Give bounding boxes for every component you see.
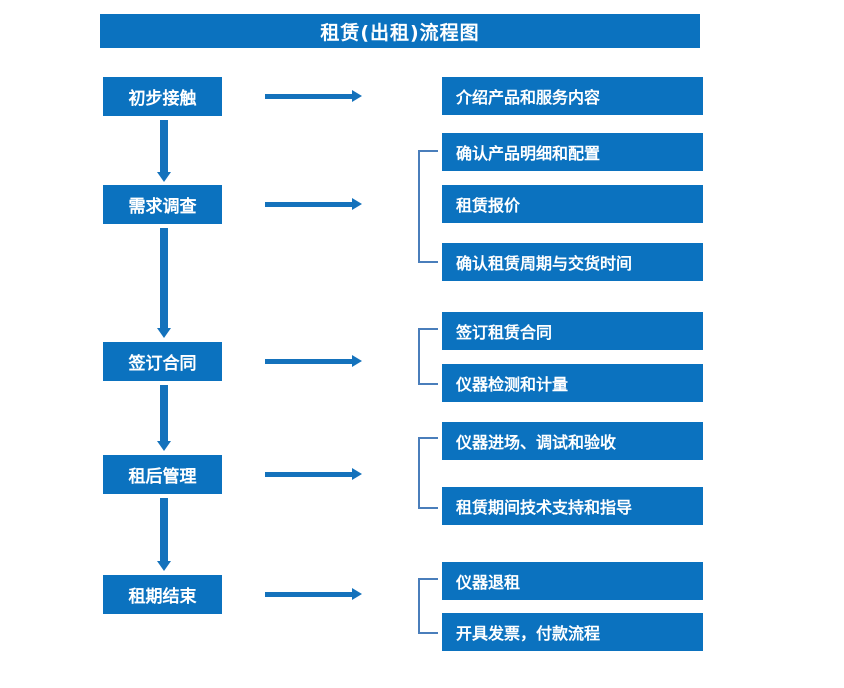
down-arrow-4: [157, 498, 171, 573]
task-box-2[interactable]: 确认产品明细和配置: [442, 133, 703, 171]
task-box-8[interactable]: 租赁期间技术支持和指导: [442, 487, 703, 525]
arrow-head-icon: [352, 90, 362, 102]
group-bracket-1: [418, 150, 438, 263]
right-arrow-2: [265, 198, 362, 210]
arrow-shaft: [160, 385, 168, 441]
group-bracket-3: [418, 437, 438, 509]
arrow-shaft: [265, 592, 353, 597]
arrow-head-icon: [157, 441, 171, 451]
arrow-shaft: [265, 94, 353, 99]
task-box-6[interactable]: 仪器检测和计量: [442, 364, 703, 402]
right-arrow-4: [265, 468, 362, 480]
stage-box-1[interactable]: 初步接触: [103, 77, 222, 116]
right-arrow-5: [265, 588, 362, 600]
stage-box-3[interactable]: 签订合同: [103, 342, 222, 381]
arrow-shaft: [160, 498, 168, 561]
task-box-1[interactable]: 介绍产品和服务内容: [442, 77, 703, 115]
task-box-9[interactable]: 仪器退租: [442, 562, 703, 600]
stage-box-2[interactable]: 需求调查: [103, 185, 222, 224]
task-box-10[interactable]: 开具发票，付款流程: [442, 613, 703, 651]
down-arrow-3: [157, 385, 171, 453]
arrow-head-icon: [157, 328, 171, 338]
stage-box-4[interactable]: 租后管理: [103, 455, 222, 494]
arrow-head-icon: [157, 561, 171, 571]
page-title: 租赁(出租)流程图: [100, 14, 700, 48]
arrow-head-icon: [157, 172, 171, 182]
group-bracket-2: [418, 328, 438, 385]
down-arrow-2: [157, 228, 171, 340]
right-arrow-1: [265, 90, 362, 102]
stage-box-5[interactable]: 租期结束: [103, 575, 222, 614]
arrow-shaft: [265, 359, 353, 364]
arrow-shaft: [160, 228, 168, 328]
arrow-head-icon: [352, 198, 362, 210]
arrow-head-icon: [352, 355, 362, 367]
arrow-head-icon: [352, 588, 362, 600]
right-arrow-3: [265, 355, 362, 367]
task-box-7[interactable]: 仪器进场、调试和验收: [442, 422, 703, 460]
task-box-4[interactable]: 确认租赁周期与交货时间: [442, 243, 703, 281]
group-bracket-4: [418, 578, 438, 634]
arrow-head-icon: [352, 468, 362, 480]
arrow-shaft: [160, 120, 168, 172]
task-box-3[interactable]: 租赁报价: [442, 185, 703, 223]
down-arrow-1: [157, 120, 171, 184]
task-box-5[interactable]: 签订租赁合同: [442, 312, 703, 350]
arrow-shaft: [265, 202, 353, 207]
arrow-shaft: [265, 472, 353, 477]
